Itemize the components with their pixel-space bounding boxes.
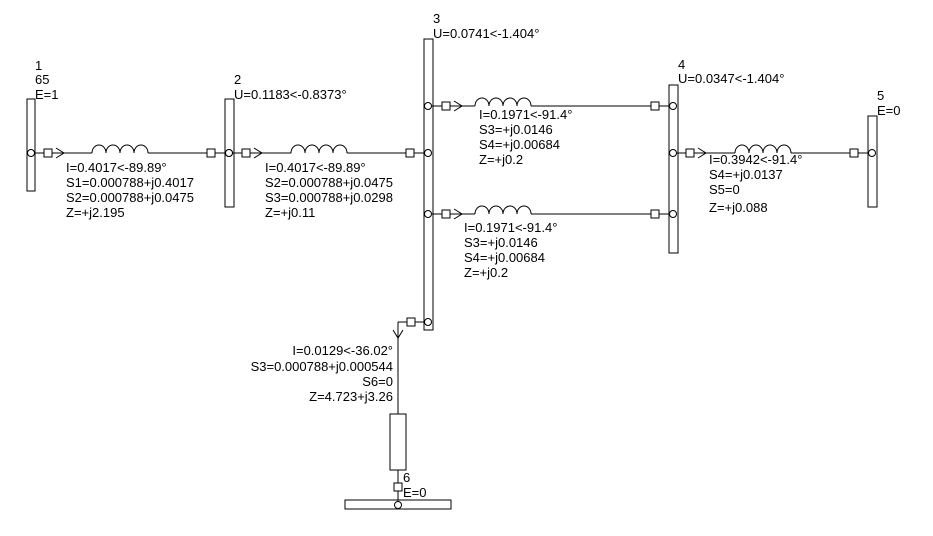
branch-2-3-s2: S2=0.000788+j0.0475 (265, 175, 393, 190)
node-1-extra: 65 (35, 72, 49, 87)
branch-3-6-z: Z=4.723+j3.26 (309, 389, 393, 404)
node-5-value: E=0 (877, 103, 901, 118)
branch-3-6-s3: S3=0.000788+j0.000544 (251, 359, 393, 374)
node-5-number: 5 (877, 88, 884, 103)
bus-1[interactable] (26, 98, 36, 192)
branch-1-2-z: Z=+j2.195 (66, 205, 125, 220)
branch-3-4-lower-current: I=0.1971<-91.4° (464, 220, 557, 235)
node-4-value: U=0.0347<-1.404° (678, 71, 784, 86)
branch-3-4-upper[interactable] (424, 97, 677, 112)
branch-2-3-current: I=0.4017<-89.89° (265, 160, 366, 175)
branch-3-4-upper-current: I=0.1971<-91.4° (479, 107, 572, 122)
node-6-value: E=0 (403, 485, 427, 500)
branch-1-2-current: I=0.4017<-89.89° (66, 160, 167, 175)
branch-3-6-current: I=0.0129<-36.02° (292, 343, 393, 358)
node-3-value: U=0.0741<-1.404° (433, 26, 539, 41)
node-6-number: 6 (403, 470, 410, 485)
node-2-number: 2 (234, 72, 241, 87)
load-resistor (389, 413, 407, 471)
branch-3-4-lower-z: Z=+j0.2 (464, 265, 508, 280)
branch-3-4-upper-z: Z=+j0.2 (479, 152, 523, 167)
bus-4[interactable] (668, 84, 679, 254)
bus-5[interactable] (867, 115, 878, 208)
branch-3-6-s6: S6=0 (362, 374, 393, 389)
node-1-number: 1 (35, 58, 42, 73)
branch-3-4-lower-s4: S4=+j0.00684 (464, 250, 545, 265)
branch-1-2[interactable] (27, 144, 233, 159)
branch-2-3-s3: S3=0.000788+j0.0298 (265, 190, 393, 205)
branch-1-2-s1: S1=0.000788+j0.4017 (66, 175, 194, 190)
branch-3-4-upper-s4: S4=+j0.00684 (479, 137, 560, 152)
branch-3-4-lower-s3: S3=+j0.0146 (464, 235, 538, 250)
node-4-number: 4 (678, 57, 685, 72)
branch-3-6[interactable] (389, 317, 432, 509)
branch-2-3-z: Z=+j0.11 (265, 205, 315, 220)
branch-3-4-lower[interactable] (424, 205, 677, 220)
branch-2-3[interactable] (225, 144, 432, 159)
bus-3[interactable] (423, 38, 434, 331)
node-1-value: E=1 (35, 87, 59, 102)
branch-4-5-s5: S5=0 (709, 182, 740, 197)
branch-4-5[interactable] (669, 144, 876, 159)
branch-3-4-upper-s3: S3=+j0.0146 (479, 122, 553, 137)
branch-1-2-s2: S2=0.000788+j0.0475 (66, 190, 194, 205)
node-3-number: 3 (433, 11, 440, 26)
branch-4-5-s4: S4=+j0.0137 (709, 167, 783, 182)
branch-4-5-z: Z=+j0.088 (709, 200, 768, 215)
node-2-value: U=0.1183<-0.8373° (234, 87, 347, 102)
branch-4-5-current: I=0.3942<-91.4° (709, 152, 802, 167)
